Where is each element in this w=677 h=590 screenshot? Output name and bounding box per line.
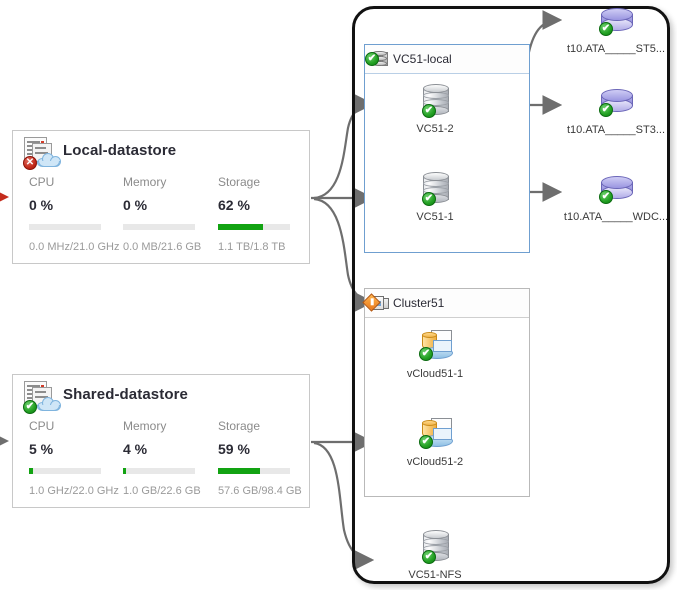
node-vc51-1[interactable]: ✔ VC51-1	[381, 170, 489, 224]
badge-mark: ✔	[601, 191, 611, 202]
vapp-icon: ✔	[415, 327, 455, 365]
metric-progress-fill	[29, 468, 33, 474]
metric-progress-bar	[218, 224, 290, 230]
lun-disk-icon: ✔	[596, 83, 636, 121]
metric-detail: 1.1 TB/1.8 TB	[218, 241, 286, 253]
metric-cpu: CPU 0 % 0.0 MHz/21.0 GHz	[29, 175, 121, 254]
ok-badge-icon: ✔	[23, 400, 37, 414]
datastore-panel-local[interactable]: ✕ Local-datastore CPU 0 % 0.0 MHz/21.0 G…	[12, 130, 310, 264]
node-label: vCloud51-1	[406, 368, 464, 380]
badge-mark: ✕	[25, 157, 35, 168]
datastore-header: ✔ Shared-datastore	[13, 375, 309, 419]
lun-disk-icon: ✔	[596, 2, 636, 40]
datastore-title: Shared-datastore	[63, 386, 188, 403]
metric-progress-bar	[123, 224, 195, 230]
metric-progress-fill	[218, 224, 263, 230]
metric-label: CPU	[29, 175, 55, 189]
node-label: vCloud51-2	[406, 456, 464, 468]
node-vcloud51-1[interactable]: ✔ vCloud51-1	[381, 327, 489, 381]
metric-value: 59 %	[218, 441, 250, 457]
datastore-panel-shared[interactable]: ✔ Shared-datastore CPU 5 % 1.0 GHz/22.0 …	[12, 374, 310, 508]
metric-row: CPU 5 % 1.0 GHz/22.0 GHz Memory 4 % 1.0 …	[13, 419, 309, 509]
metric-progress-bar	[123, 468, 195, 474]
datastore-header: ✕ Local-datastore	[13, 131, 309, 175]
vapp-icon: ✔	[415, 415, 455, 453]
node-vc51-2[interactable]: ✔ VC51-2	[381, 82, 489, 136]
metric-detail: 1.0 GHz/22.0 GHz	[29, 485, 119, 497]
database-cylinder-icon: ✔	[415, 170, 455, 208]
metric-detail: 0.0 MB/21.6 GB	[123, 241, 202, 253]
badge-mark: ✔	[25, 401, 35, 412]
metric-value: 0 %	[123, 197, 148, 213]
node-label: t10.ATA_____ST5...	[566, 43, 666, 55]
metric-value: 5 %	[29, 441, 54, 457]
badge-mark: ✔	[424, 105, 434, 116]
node-lun-st5[interactable]: ✔ t10.ATA_____ST5...	[562, 2, 670, 56]
datastore-title: Local-datastore	[63, 142, 177, 159]
metric-row: CPU 0 % 0.0 MHz/21.0 GHz Memory 0 % 0.0 …	[13, 175, 309, 265]
metric-detail: 57.6 GB/98.4 GB	[218, 485, 302, 497]
metric-progress-fill	[123, 468, 126, 474]
group-title: VC51-local	[393, 52, 452, 66]
group-title: Cluster51	[393, 296, 445, 310]
database-stack-icon	[372, 51, 389, 67]
node-label: VC51-NFS	[408, 569, 462, 581]
metric-label: Storage	[218, 419, 261, 433]
metric-storage: Storage 62 % 1.1 TB/1.8 TB	[218, 175, 310, 254]
node-label: VC51-2	[416, 123, 454, 135]
metric-value: 62 %	[218, 197, 250, 213]
datastore-icon: ✕	[23, 137, 61, 171]
node-label: t10.ATA_____WDC...	[563, 211, 669, 223]
error-badge-icon: ✕	[23, 156, 37, 170]
metric-value: 4 %	[123, 441, 148, 457]
metric-label: Storage	[218, 175, 261, 189]
badge-mark: ✔	[421, 436, 431, 447]
metric-progress-fill	[218, 468, 261, 474]
metric-label: Memory	[123, 419, 167, 433]
node-lun-wdc[interactable]: ✔ t10.ATA_____WDC...	[562, 170, 670, 224]
metric-label: Memory	[123, 175, 167, 189]
node-vc51-nfs[interactable]: ✔ VC51-NFS	[381, 528, 489, 582]
node-label: t10.ATA_____ST3...	[566, 124, 666, 136]
group-header: Cluster51	[362, 289, 529, 318]
warning-diamond-icon	[362, 293, 381, 312]
database-cylinder-icon: ✔	[415, 528, 455, 566]
metric-detail: 0.0 MHz/21.0 GHz	[29, 241, 120, 253]
node-lun-st3[interactable]: ✔ t10.ATA_____ST3...	[562, 83, 670, 137]
badge-mark: ✔	[367, 53, 377, 64]
metric-detail: 1.0 GB/22.6 GB	[123, 485, 201, 497]
badge-mark: ✔	[424, 551, 434, 562]
metric-cpu: CPU 5 % 1.0 GHz/22.0 GHz	[29, 419, 121, 498]
metric-value: 0 %	[29, 197, 54, 213]
metric-memory: Memory 4 % 1.0 GB/22.6 GB	[123, 419, 215, 498]
group-status-badge	[362, 293, 381, 312]
badge-mark: ✔	[424, 193, 434, 204]
metric-memory: Memory 0 % 0.0 MB/21.6 GB	[123, 175, 215, 254]
group-header: VC51-local ✔	[365, 45, 529, 74]
lun-disk-icon: ✔	[596, 170, 636, 208]
metric-progress-bar	[218, 468, 290, 474]
database-cylinder-icon: ✔	[415, 82, 455, 120]
node-label: VC51-1	[416, 211, 454, 223]
metric-storage: Storage 59 % 57.6 GB/98.4 GB	[218, 419, 310, 498]
metric-progress-bar	[29, 468, 101, 474]
group-status-badge: ✔	[365, 52, 379, 66]
datastore-icon: ✔	[23, 381, 61, 415]
group-cluster51[interactable]: Cluster51	[362, 288, 530, 497]
badge-mark: ✔	[601, 104, 611, 115]
badge-mark: ✔	[601, 23, 611, 34]
node-vcloud51-2[interactable]: ✔ vCloud51-2	[381, 415, 489, 469]
metric-label: CPU	[29, 419, 55, 433]
badge-mark: ✔	[421, 348, 431, 359]
metric-progress-bar	[29, 224, 101, 230]
